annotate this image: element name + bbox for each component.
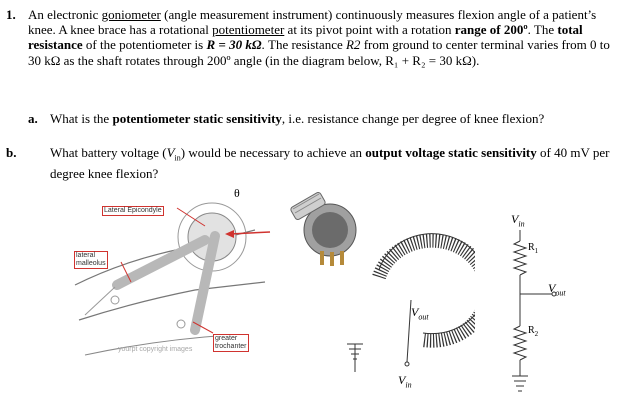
symbol: V [548, 281, 556, 295]
text: What battery voltage ( [50, 145, 167, 160]
r2-label: R2 [528, 325, 538, 338]
vin-subscript: in [174, 153, 181, 163]
question-1: 1. An electronic goniometer (angle measu… [6, 7, 626, 68]
symbol: V [398, 373, 406, 387]
part-b: b. What battery voltage (Vin) would be ne… [6, 145, 626, 181]
subscript: out [418, 312, 429, 322]
coil-potentiometer-diagram [347, 233, 475, 372]
text: What is the [50, 111, 113, 126]
term-potentiometer: potentiometer [212, 22, 285, 38]
voltage-divider-schematic [512, 230, 557, 392]
potentiometer-photo [290, 192, 357, 266]
part-a: a. What is the potentiometer static sensi… [28, 111, 628, 126]
theta-label: θ [234, 186, 240, 200]
knee-goniometer-figure [74, 202, 271, 356]
part-a-label: a. [28, 111, 38, 126]
lateral-epicondyle-label: Lateral Epicondyle [102, 206, 164, 216]
label-line-1: greater [215, 335, 238, 342]
text: at its pivot point with a rotation [284, 22, 455, 38]
coil-vout-label: Vout [411, 305, 429, 321]
resistance-label: total resistance [28, 22, 583, 53]
term-goniometer: goniometer [101, 7, 161, 22]
label-line-2: trochanter [215, 343, 247, 350]
r2-label: R2 [345, 37, 361, 53]
subscript: in [405, 380, 412, 390]
part-b-label: b. [6, 145, 17, 160]
symbol: V [511, 212, 519, 226]
question-body: An electronic goniometer (angle measurem… [28, 7, 626, 68]
text: of the potentiometer is [82, 37, 207, 53]
watermark: yourpt copyright images [118, 346, 193, 353]
symbol: R [528, 242, 535, 253]
vin-symbol: V [166, 145, 175, 160]
resistance-value: R = 30 kΩ [206, 37, 262, 53]
r1-label: R1 [528, 242, 538, 255]
coil-vin-label: Vin [398, 373, 412, 389]
vin-top-label: Vin [511, 212, 525, 228]
part-a-bold: potentiometer static sensitivity [112, 111, 282, 126]
text: from ground to center terminal varies fr… [28, 37, 610, 68]
label-line-1: lateral [76, 252, 96, 259]
text: (angle measurement instrument) continuou… [28, 7, 597, 38]
range-label: range of 200º [454, 22, 528, 38]
subscript: 1 [534, 247, 539, 255]
subscript: in [518, 219, 525, 229]
symbol: V [411, 305, 419, 319]
text: ) would be necessary to achieve an [180, 145, 366, 160]
part-b-bold: output voltage static sensitivity [365, 145, 537, 160]
subscript: 2 [534, 330, 539, 338]
vout-label: Vout [548, 281, 566, 297]
text: , i.e. resistance change per degree of k… [281, 111, 545, 126]
text: . The resistance [261, 37, 346, 53]
question-number: 1. [6, 7, 16, 22]
subscript: out [555, 288, 566, 298]
label-line-2: malleolus [76, 260, 106, 267]
symbol: R [528, 325, 535, 336]
text: . The [527, 22, 558, 38]
text: of 40 mV per degree knee flexion? [50, 145, 610, 181]
text: An electronic [28, 7, 102, 22]
